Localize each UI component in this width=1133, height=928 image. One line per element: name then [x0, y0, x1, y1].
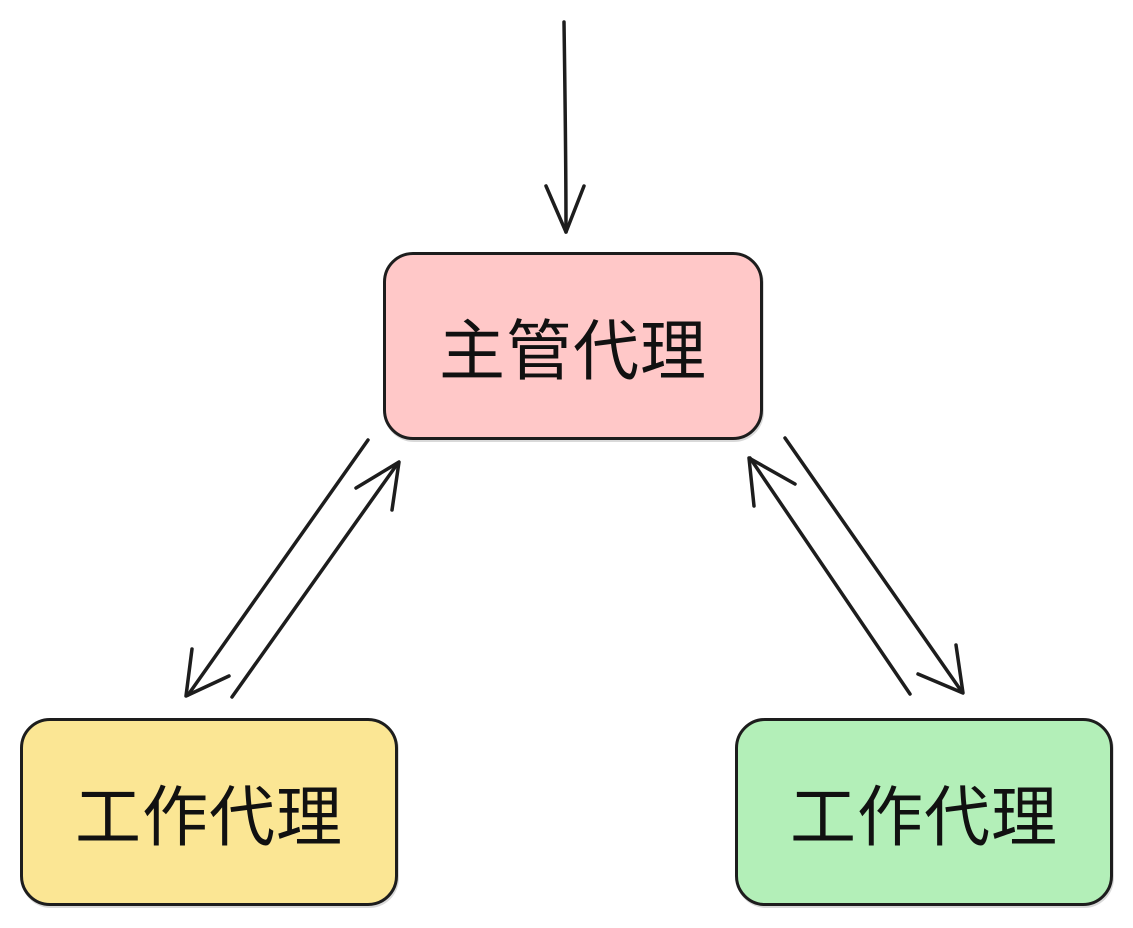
arrow-supervisor-to-left-worker-head: [184, 647, 231, 698]
arrow-right-worker-to-supervisor-head: [747, 456, 797, 508]
supervisor-agent-label: 主管代理: [439, 313, 707, 390]
arrow-left-worker-to-supervisor-head: [354, 460, 401, 512]
worker-agent-node-left: 工作代理: [20, 718, 398, 906]
supervisor-agent-node: 主管代理: [383, 252, 763, 440]
input-arrow: [562, 20, 568, 234]
arrow-right-worker-to-supervisor: [748, 456, 912, 696]
worker-agent-label-left: 工作代理: [75, 779, 343, 856]
worker-agent-node-right: 工作代理: [735, 718, 1113, 906]
arrow-supervisor-to-left-worker: [186, 438, 370, 697]
arrow-left-worker-to-supervisor: [230, 461, 400, 699]
worker-agent-label-right: 工作代理: [790, 779, 1058, 856]
arrow-supervisor-to-right-worker-head: [916, 643, 965, 695]
input-arrow-head: [544, 184, 586, 234]
arrow-supervisor-to-right-worker: [783, 436, 964, 694]
